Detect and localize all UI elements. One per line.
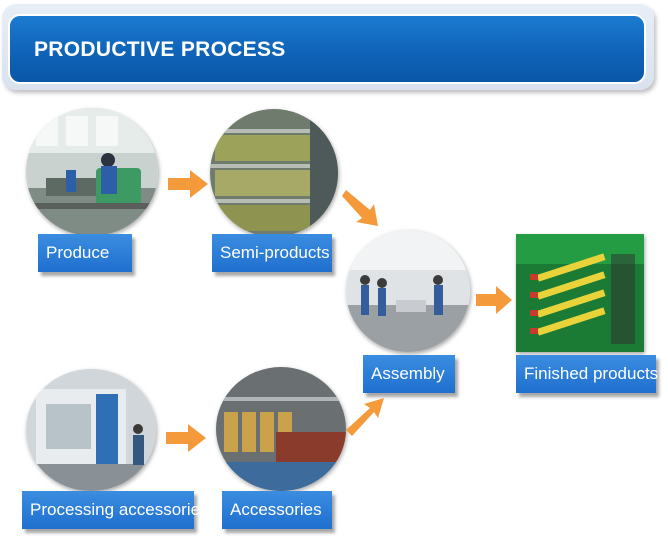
page-title: PRODUCTIVE PROCESS bbox=[34, 38, 286, 61]
produce-label: Produce bbox=[38, 234, 132, 272]
produce-photo bbox=[26, 108, 158, 236]
assembly-photo bbox=[346, 230, 470, 352]
arrow-up-right-icon bbox=[346, 398, 384, 436]
arrow-down-right-icon bbox=[342, 190, 378, 226]
arrow-right-icon bbox=[166, 424, 206, 452]
finished-products-label: Finished products bbox=[516, 355, 658, 393]
arrow-right-icon bbox=[476, 286, 512, 314]
accessories-photo bbox=[216, 367, 346, 491]
processing-accessories-label: Processing accessories bbox=[22, 491, 209, 529]
semi-products-photo bbox=[210, 109, 338, 237]
accessories-label: Accessories bbox=[222, 491, 332, 529]
arrow-right-icon bbox=[168, 170, 208, 198]
semi-products-label: Semi-products bbox=[212, 234, 332, 272]
header-banner: PRODUCTIVE PROCESS bbox=[2, 4, 654, 90]
finished-products-photo bbox=[516, 234, 644, 352]
header-bar: PRODUCTIVE PROCESS bbox=[8, 14, 646, 84]
processing-accessories-photo bbox=[26, 369, 156, 491]
assembly-label: Assembly bbox=[363, 355, 455, 393]
